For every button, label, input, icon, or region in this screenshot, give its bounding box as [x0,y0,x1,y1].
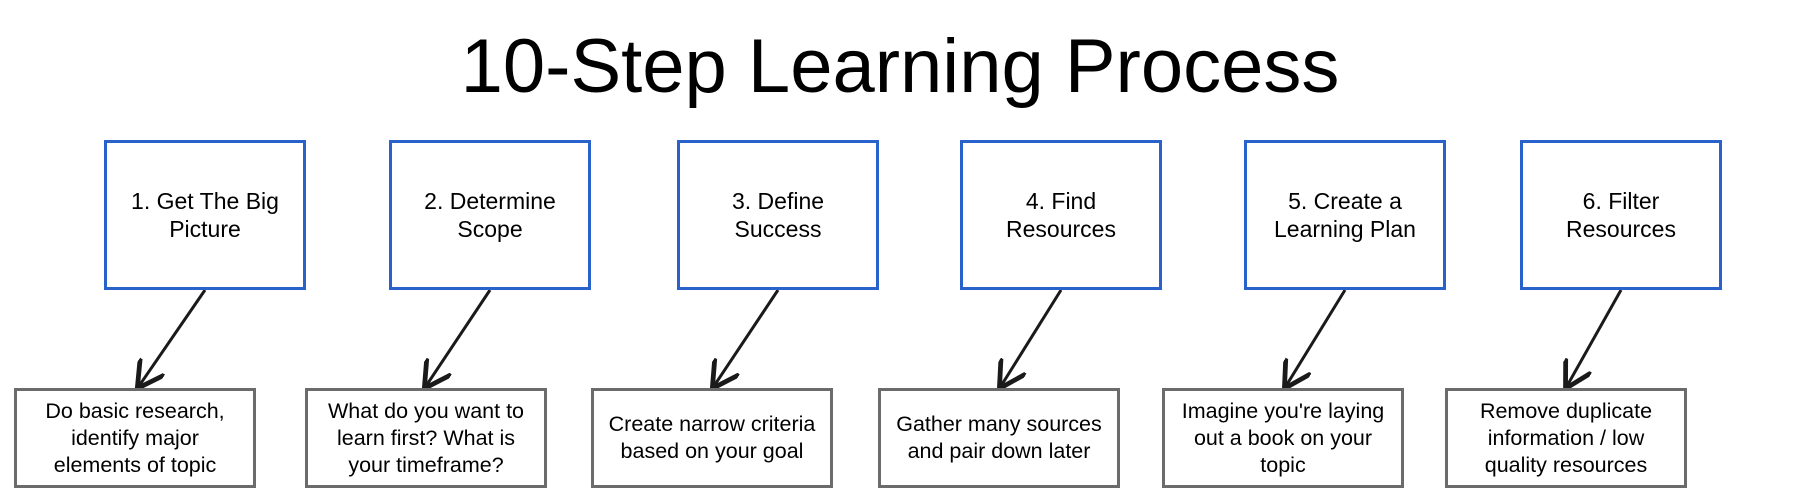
description-box-3: Create narrow criteria based on your goa… [591,388,833,488]
step-label: 2. Determine Scope [424,188,556,242]
step-label: 5. Create a Learning Plan [1274,188,1416,242]
step-label: 1. Get The Big Picture [131,188,279,242]
description-text: Remove duplicate information / low quali… [1479,398,1653,477]
step-box-1[interactable]: 1. Get The Big Picture [104,140,306,290]
description-text: What do you want to learn first? What is… [328,398,524,477]
step-label: 4. Find Resources [1006,188,1116,242]
arrow-5 [1286,289,1347,386]
description-box-5: Imagine you're laying out a book on your… [1162,388,1404,488]
description-box-2: What do you want to learn first? What is… [305,388,547,488]
arrow-2 [426,289,492,386]
step-label: 3. Define Success [731,188,825,242]
step-box-6[interactable]: 6. Filter Resources [1520,140,1722,290]
step-box-3[interactable]: 3. Define Success [677,140,879,290]
arrow-4 [1001,289,1063,386]
description-box-4: Gather many sources and pair down later [878,388,1120,488]
description-text: Imagine you're laying out a book on your… [1181,398,1385,477]
description-box-6: Remove duplicate information / low quali… [1445,388,1687,488]
description-text: Create narrow criteria based on your goa… [608,412,816,463]
description-box-1: Do basic research, identify major elemen… [14,388,256,488]
arrow-1 [139,289,207,386]
description-text: Do basic research, identify major elemen… [45,398,225,477]
arrow-6 [1567,289,1623,386]
step-box-5[interactable]: 5. Create a Learning Plan [1244,140,1446,290]
step-box-4[interactable]: 4. Find Resources [960,140,1162,290]
step-label: 6. Filter Resources [1566,188,1676,242]
diagram-title: 10-Step Learning Process [460,24,1340,109]
arrow-3 [714,289,780,386]
description-text: Gather many sources and pair down later [896,412,1102,463]
step-box-2[interactable]: 2. Determine Scope [389,140,591,290]
